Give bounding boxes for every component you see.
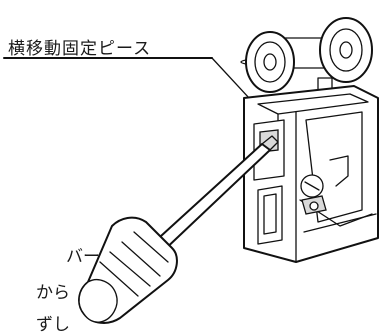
lower-slot-inner [263,193,277,235]
instruction-text-line-2: から [36,283,70,303]
screw-small [309,201,319,211]
screwdriver-tip [261,135,279,151]
right-roller-hub [339,41,353,59]
lower-slot [257,185,283,245]
instruction-text-line-3: ずし [36,315,70,335]
bracket-top-opening [257,93,369,115]
left-roller-edge [240,59,247,65]
roller-assembly [240,17,373,109]
callout-label: 横移動固定ピース [8,39,152,59]
handle-end-cap [78,279,118,323]
inner-latch [329,155,349,187]
carrier-bracket [243,85,379,263]
screw-slot [304,181,320,191]
handle-groove-2 [109,251,151,287]
handle-groove-1 [99,261,139,297]
left-roller-hub [263,53,277,71]
instruction-text-line-1: バー [66,247,100,267]
base-ledge [303,213,377,233]
handle-groove-4 [133,231,169,263]
handle-groove-3 [121,241,161,277]
screwdriver [78,135,279,324]
